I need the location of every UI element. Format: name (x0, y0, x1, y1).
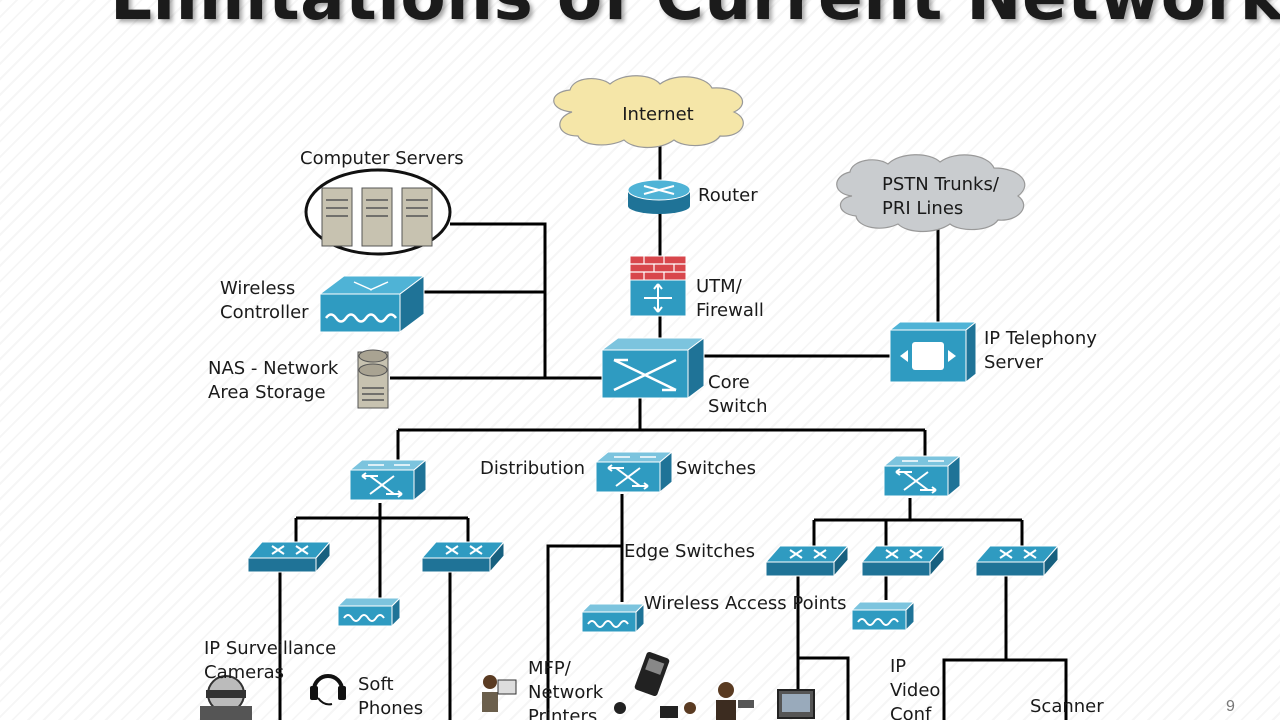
distribution-switch-center-icon (595, 451, 673, 493)
edge-switch-icon (975, 545, 1059, 577)
ip-telephony-server-icon (888, 320, 978, 384)
mfp-label-2: Network (528, 682, 604, 703)
ip-surveillance-label-2: Cameras (204, 662, 284, 683)
switches-label: Switches (676, 458, 756, 479)
monitor-icon (777, 689, 815, 719)
distribution-label: Distribution (480, 458, 585, 479)
utm-label-1: UTM/ (696, 276, 743, 297)
edge-switch-icon (765, 545, 849, 577)
distribution-switch-right-icon (883, 455, 961, 497)
wireless-controller-icon (318, 275, 426, 333)
ip-video-label-3: Conf (890, 704, 932, 720)
edge-switch-icon (247, 541, 331, 573)
ip-telephony-label-1: IP Telephony (984, 328, 1097, 349)
ip-camera-icon (200, 675, 252, 720)
wireless-access-points-label: Wireless Access Points (644, 593, 846, 614)
edge-switch-icon (421, 541, 505, 573)
soft-phones-label-1: Soft (358, 674, 394, 695)
wireless-access-point-icon (337, 597, 401, 627)
headset-icon (310, 674, 346, 706)
edge-switch-icon (861, 545, 945, 577)
pstn-label-1: PSTN Trunks/ (882, 174, 1000, 195)
connection-lines (278, 146, 1068, 720)
internet-label: Internet (622, 104, 693, 125)
scanner-label: Scanner (1030, 696, 1104, 717)
ip-video-label-1: IP (890, 656, 906, 677)
wireless-access-point-icon (581, 603, 645, 633)
distribution-switch-left-icon (349, 459, 427, 501)
desk-user-icon (614, 702, 696, 718)
user-workstation-icon (482, 675, 517, 712)
utm-label-2: Firewall (696, 300, 764, 321)
edge-switches-label: Edge Switches (624, 541, 755, 562)
ip-video-label-2: Video (890, 680, 940, 701)
firewall-icon (629, 255, 687, 317)
pstn-label-2: PRI Lines (882, 198, 963, 219)
internet-cloud: Internet (553, 75, 744, 149)
wireless-access-point-icon (851, 601, 915, 631)
slide-title: Limitations of Current Networks (110, 0, 1280, 35)
wireless-controller-label-1: Wireless (220, 278, 295, 299)
wireless-controller-label-2: Controller (220, 302, 309, 323)
mobile-phone-icon (634, 651, 670, 697)
ip-telephony-label-2: Server (984, 352, 1044, 373)
desk-user-icon (716, 682, 754, 720)
nas-icon (357, 349, 389, 409)
nas-label-1: NAS - Network (208, 358, 339, 379)
router-icon (627, 179, 691, 214)
soft-phones-label-2: Phones (358, 698, 423, 719)
nas-label-2: Area Storage (208, 382, 326, 403)
computer-servers-icon (304, 168, 452, 256)
ip-surveillance-label-1: IP Surveillance (204, 638, 336, 659)
mfp-label-3: Printers (528, 706, 597, 720)
pstn-cloud: PSTN Trunks/ PRI Lines (836, 154, 1026, 233)
core-switch-icon (600, 337, 706, 399)
page-number: 9 (1226, 698, 1235, 715)
mfp-label-1: MFP/ (528, 658, 572, 679)
router-label: Router (698, 185, 758, 206)
core-switch-label-1: Core (708, 372, 750, 393)
computer-servers-label: Computer Servers (300, 148, 464, 169)
core-switch-label-2: Switch (708, 396, 768, 417)
